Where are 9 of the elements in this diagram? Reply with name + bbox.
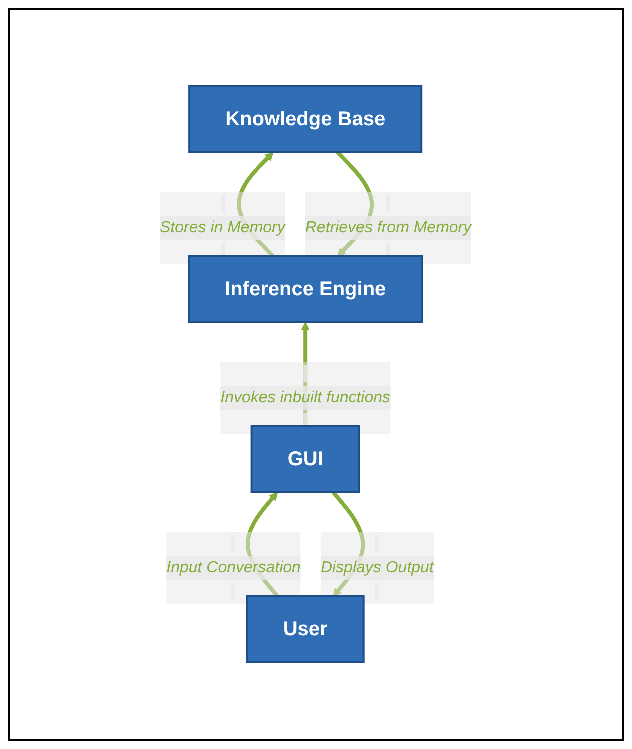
node-box: User bbox=[246, 596, 366, 664]
node-box: Knowledge Base bbox=[188, 86, 423, 154]
edge-label: Displays Output bbox=[321, 560, 434, 576]
node-box: GUI bbox=[251, 426, 361, 494]
edge-label: Input Conversation bbox=[166, 560, 302, 576]
edge-label: Stores in Memory bbox=[160, 220, 286, 236]
edge-label: Retrieves from Memory bbox=[306, 220, 472, 236]
edge-label: Invokes inbuilt functions bbox=[220, 390, 391, 406]
node-box: Inference Engine bbox=[188, 256, 424, 324]
